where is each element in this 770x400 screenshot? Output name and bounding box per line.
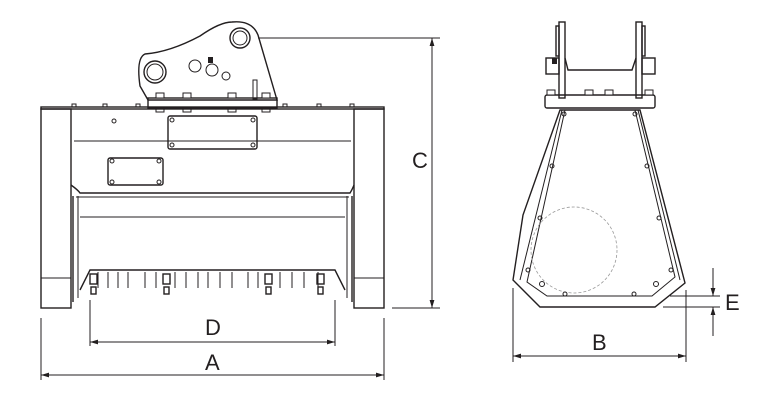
hitch-bracket [138, 21, 278, 101]
label-a: A [205, 350, 220, 375]
label-d: D [205, 315, 221, 340]
label-b: B [592, 330, 607, 355]
left-skid [40, 108, 72, 309]
nameplate [167, 115, 258, 150]
housing-side [512, 109, 686, 308]
right-skid [353, 108, 385, 309]
small-plate [107, 157, 164, 186]
label-e: E [725, 290, 740, 315]
side-bolts [525, 111, 674, 297]
rotor-outline [530, 206, 618, 294]
mounting-plate [147, 97, 278, 109]
side-view: B E [512, 21, 740, 362]
front-view: C D A [40, 21, 440, 380]
mounting-plate-side [544, 94, 656, 109]
label-c: C [412, 148, 428, 173]
rotor-teeth [79, 269, 346, 295]
bolts [71, 92, 355, 113]
